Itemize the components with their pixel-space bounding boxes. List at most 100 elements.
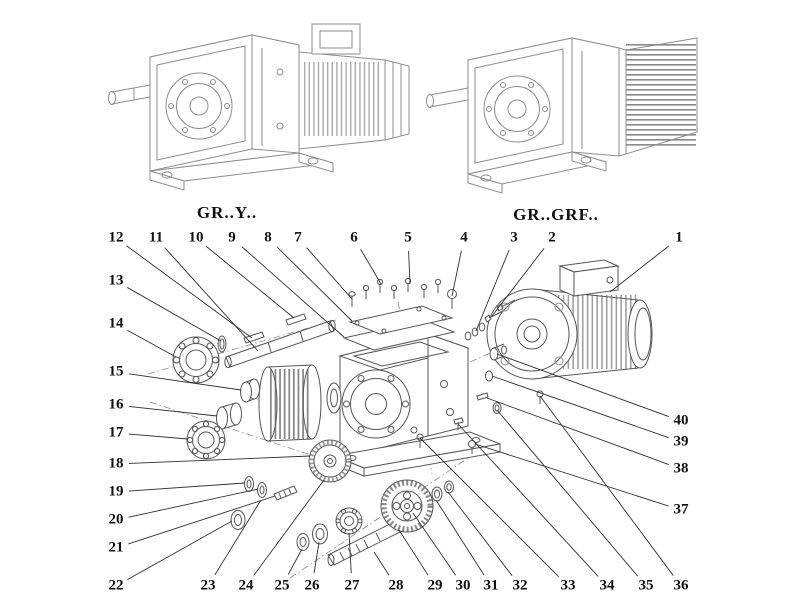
leader-line-40 <box>496 353 669 417</box>
spacer-ring <box>240 378 260 403</box>
leader-line-34 <box>457 423 599 577</box>
leader-line-11 <box>164 247 259 352</box>
callout-20: 20 <box>108 511 124 528</box>
callout-6: 6 <box>350 229 358 246</box>
callout-8: 8 <box>264 229 272 246</box>
output-bearing <box>172 336 220 384</box>
leader-line-29 <box>398 529 429 576</box>
callout-22: 22 <box>108 577 124 594</box>
exploded-view-drawing <box>147 259 653 579</box>
callout-17: 17 <box>108 424 124 441</box>
motor-rear-cap <box>627 299 653 369</box>
callout-27: 27 <box>344 577 360 594</box>
callout-5: 5 <box>404 229 412 246</box>
callout-21: 21 <box>108 539 124 556</box>
callout-34: 34 <box>599 577 615 594</box>
callout-3: 3 <box>510 229 518 246</box>
callout-29: 29 <box>427 577 443 594</box>
leader-line-2 <box>491 248 545 317</box>
large-gear <box>258 364 322 442</box>
lower-bearing <box>186 420 226 460</box>
motor <box>486 259 653 380</box>
leader-line-1 <box>609 245 670 293</box>
view-label-gr-y: GR..Y.. <box>196 203 258 222</box>
callout-10: 10 <box>188 229 204 246</box>
leader-line-19 <box>128 482 246 492</box>
callout-35: 35 <box>638 577 654 594</box>
callout-15: 15 <box>108 363 124 380</box>
leader-line-32 <box>447 491 513 576</box>
pinion-parts <box>468 343 507 454</box>
callout-36: 36 <box>673 577 689 594</box>
flange-bolts <box>484 299 516 323</box>
retaining-ring <box>217 335 227 353</box>
leader-line-10 <box>205 245 295 319</box>
callout-24: 24 <box>238 577 254 594</box>
leader-line-23 <box>214 499 262 576</box>
bearing-sleeve <box>216 402 242 430</box>
callout-19: 19 <box>108 483 124 500</box>
leader-line-7 <box>306 247 353 300</box>
callout-32: 32 <box>512 577 528 594</box>
leader-line-15 <box>128 373 242 391</box>
gear-housing <box>332 333 502 477</box>
leader-line-27 <box>348 532 352 574</box>
leader-line-33 <box>419 437 560 578</box>
callout-16: 16 <box>108 396 124 413</box>
leader-line-12 <box>126 245 253 339</box>
callout-11: 11 <box>148 229 164 246</box>
callout-18: 18 <box>108 455 124 472</box>
callout-4: 4 <box>460 229 468 246</box>
leader-line-8 <box>276 246 353 322</box>
overview-gr-grf-drawing <box>426 37 698 194</box>
callout-12: 12 <box>108 229 124 246</box>
callout-7: 7 <box>294 229 302 246</box>
splined-stub-shaft <box>273 485 298 501</box>
callout-26: 26 <box>304 577 320 594</box>
leader-line-30 <box>412 512 457 576</box>
callout-9: 9 <box>228 229 236 246</box>
leader-line-4 <box>451 250 462 297</box>
view-label-gr-grf: GR..GRF.. <box>513 205 599 224</box>
eye-bolt <box>447 289 457 309</box>
flange-washers <box>464 322 486 341</box>
callout-31: 31 <box>483 577 499 594</box>
callout-37: 37 <box>673 501 689 518</box>
motor-terminal-box <box>558 259 620 297</box>
leader-line-31 <box>435 499 485 576</box>
leader-line-5 <box>408 250 411 285</box>
leader-line-17 <box>128 433 189 440</box>
second-gear-washers <box>431 480 454 502</box>
leader-line-39 <box>491 375 669 439</box>
callout-25: 25 <box>274 577 290 594</box>
motor-flange <box>486 288 578 380</box>
shaft-keys <box>243 313 307 344</box>
small-washers <box>244 476 267 498</box>
gear-side-ring <box>326 382 342 414</box>
callout-28: 28 <box>388 577 404 594</box>
cover-screws <box>362 277 442 299</box>
housing-cover <box>348 305 454 335</box>
leader-line-21 <box>128 495 276 545</box>
leader-line-13 <box>127 287 222 342</box>
leader-line-20 <box>128 488 259 518</box>
leader-lines-layer <box>126 245 674 581</box>
callout-13: 13 <box>108 272 124 289</box>
callout-1: 1 <box>675 229 683 246</box>
callout-30: 30 <box>455 577 471 594</box>
callout-14: 14 <box>108 315 124 332</box>
output-shaft <box>224 319 336 369</box>
leader-line-24 <box>253 479 325 576</box>
callout-2: 2 <box>548 229 556 246</box>
second-shaft-washers <box>296 523 328 551</box>
leader-line-28 <box>373 551 390 576</box>
leader-line-25 <box>287 548 303 575</box>
leader-line-26 <box>313 541 320 574</box>
leader-line-35 <box>496 409 638 577</box>
callout-38: 38 <box>673 460 689 477</box>
leader-line-22 <box>127 520 233 581</box>
overview-gr-y-drawing <box>108 23 410 191</box>
second-shaft-bearing <box>335 507 363 535</box>
